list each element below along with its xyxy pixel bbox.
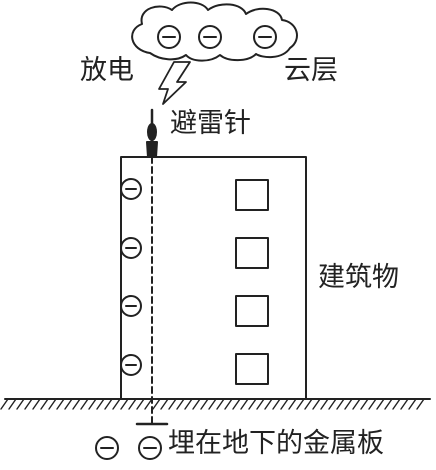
window: [235, 237, 269, 269]
hatch-mark: [40, 398, 49, 410]
hatch-mark: [256, 398, 265, 410]
hatch-mark: [248, 398, 257, 410]
hatch-mark: [296, 398, 305, 410]
hatch-mark: [152, 398, 161, 410]
ground-hatching: [0, 398, 425, 410]
hatch-mark: [216, 398, 225, 410]
hatch-mark: [56, 398, 65, 410]
lightning-bolt: [158, 61, 191, 105]
hatch-mark: [192, 398, 201, 410]
negative-charge-icon: [253, 25, 277, 49]
hatch-mark: [96, 398, 105, 410]
hatch-mark: [0, 398, 9, 410]
hatch-mark: [304, 398, 313, 410]
building: [120, 156, 307, 400]
hatch-mark: [120, 398, 129, 410]
cloud-layer-label: 云层: [284, 55, 338, 86]
hatch-mark: [136, 398, 145, 410]
lightning-rod-label: 避雷针: [170, 108, 251, 139]
hatch-mark: [352, 398, 361, 410]
hatch-mark: [264, 398, 273, 410]
hatch-mark: [72, 398, 81, 410]
hatch-mark: [232, 398, 241, 410]
hatch-mark: [416, 398, 425, 410]
hatch-mark: [320, 398, 329, 410]
hatch-mark: [8, 398, 17, 410]
hatch-mark: [64, 398, 73, 410]
cloud-charges: [157, 25, 277, 49]
hatch-mark: [384, 398, 393, 410]
discharge-label: 放电: [80, 55, 134, 86]
windows: [235, 179, 269, 385]
negative-charge-icon: [120, 178, 142, 200]
negative-charge-icon: [120, 295, 142, 317]
hatch-mark: [168, 398, 177, 410]
hatch-mark: [48, 398, 57, 410]
hatch-mark: [280, 398, 289, 410]
hatch-mark: [112, 398, 121, 410]
cloud: [131, 1, 298, 62]
hatch-mark: [24, 398, 33, 410]
building-charges: [120, 178, 142, 376]
hatch-mark: [32, 398, 41, 410]
plate-charges: [95, 436, 162, 460]
negative-charge-icon: [120, 237, 142, 259]
negative-charge-icon: [120, 354, 142, 376]
hatch-mark: [104, 398, 113, 410]
hatch-mark: [312, 398, 321, 410]
hatch-mark: [184, 398, 193, 410]
hatch-mark: [376, 398, 385, 410]
hatch-mark: [208, 398, 217, 410]
lightning-rod-tip: [147, 123, 157, 141]
window: [235, 179, 269, 211]
hatch-mark: [80, 398, 89, 410]
building-label: 建筑物: [318, 262, 399, 293]
negative-charge-icon: [95, 436, 119, 460]
hatch-mark: [16, 398, 25, 410]
hatch-mark: [272, 398, 281, 410]
window: [235, 353, 269, 385]
hatch-mark: [400, 398, 409, 410]
lightning-rod-base: [146, 141, 158, 158]
window: [235, 295, 269, 327]
negative-charge-icon: [198, 25, 222, 49]
hatch-mark: [344, 398, 353, 410]
hatch-mark: [128, 398, 137, 410]
hatch-mark: [88, 398, 97, 410]
hatch-mark: [336, 398, 345, 410]
hatch-mark: [144, 398, 153, 410]
hatch-mark: [176, 398, 185, 410]
hatch-mark: [288, 398, 297, 410]
hatch-mark: [368, 398, 377, 410]
negative-charge-icon: [157, 25, 181, 49]
hatch-mark: [392, 398, 401, 410]
hatch-mark: [224, 398, 233, 410]
hatch-mark: [200, 398, 209, 410]
buried-plate-label: 埋在地下的金属板: [168, 428, 384, 459]
hatch-mark: [360, 398, 369, 410]
hatch-mark: [160, 398, 169, 410]
hatch-mark: [328, 398, 337, 410]
negative-charge-icon: [138, 436, 162, 460]
hatch-mark: [408, 398, 417, 410]
hatch-mark: [240, 398, 249, 410]
